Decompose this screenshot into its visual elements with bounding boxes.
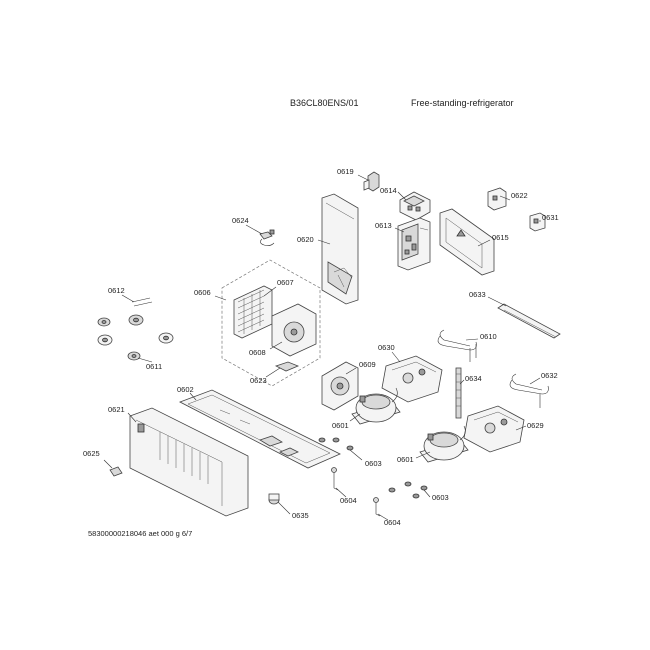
part-0631-small-board bbox=[529, 212, 546, 232]
callout-0625: 0625 bbox=[83, 449, 100, 458]
callout-0633: 0633 bbox=[469, 290, 486, 299]
part-0607-condenser-coil bbox=[233, 285, 273, 339]
part-0633-rail bbox=[497, 303, 561, 339]
part-0619-bracket bbox=[363, 171, 380, 192]
callout-0606: 0606 bbox=[194, 288, 211, 297]
callout-0635: 0635 bbox=[292, 511, 309, 520]
part-0615-cover-panel bbox=[439, 208, 495, 276]
part-0609-fan bbox=[321, 361, 359, 411]
leader-lines bbox=[103, 174, 541, 521]
part-0603-grommets bbox=[318, 437, 428, 499]
part-0608-fan-shroud bbox=[271, 303, 317, 357]
part-0613-electronics-board bbox=[397, 217, 431, 271]
document-number: 58300000218046 aet 000 g 6/7 bbox=[88, 529, 192, 538]
callout-0608: 0608 bbox=[249, 348, 266, 357]
part-0635-cap bbox=[268, 493, 280, 505]
part-0622-small-board bbox=[487, 187, 507, 211]
callout-0609: 0609 bbox=[359, 360, 376, 369]
part-0621-back-panel bbox=[129, 407, 249, 517]
model-description: Free-standing-refrigerator bbox=[411, 98, 514, 108]
part-0601-compressor-b bbox=[419, 425, 469, 463]
callout-0603-a: 0603 bbox=[365, 459, 382, 468]
callout-0632: 0632 bbox=[541, 371, 558, 380]
model-number: B36CL80ENS/01 bbox=[290, 98, 359, 108]
part-0623-cover bbox=[274, 361, 300, 372]
callout-0604-a: 0604 bbox=[340, 496, 357, 505]
part-0625-clip bbox=[109, 466, 123, 477]
part-0620-rear-duct bbox=[321, 193, 359, 305]
callout-0610: 0610 bbox=[480, 332, 497, 341]
part-0611-rubber-feet bbox=[97, 314, 174, 361]
part-0624-plug bbox=[259, 229, 275, 246]
callout-labels: 0619 0614 0622 0631 0613 0615 0624 0620 … bbox=[83, 167, 559, 527]
part-0612-pins bbox=[131, 297, 153, 307]
callout-0612: 0612 bbox=[108, 286, 125, 295]
part-0601-compressor-a bbox=[351, 387, 401, 425]
callout-0619: 0619 bbox=[337, 167, 354, 176]
part-0614-module bbox=[399, 191, 431, 221]
callout-0613: 0613 bbox=[375, 221, 392, 230]
part-0610-tube-bracket bbox=[437, 329, 477, 362]
callout-0631: 0631 bbox=[542, 213, 559, 222]
part-0604-pins bbox=[331, 467, 381, 517]
callout-0622: 0622 bbox=[511, 191, 528, 200]
callout-0624: 0624 bbox=[232, 216, 249, 225]
callout-0629: 0629 bbox=[527, 421, 544, 430]
callout-0607: 0607 bbox=[277, 278, 294, 287]
callout-0611: 0611 bbox=[146, 362, 162, 371]
callout-0630: 0630 bbox=[378, 343, 395, 352]
callout-0602: 0602 bbox=[177, 385, 194, 394]
part-0632-tube-bracket bbox=[509, 373, 549, 408]
callout-0621: 0621 bbox=[108, 405, 125, 414]
part-0630-tray bbox=[381, 355, 443, 403]
callout-0603-b: 0603 bbox=[432, 493, 449, 502]
callout-0620: 0620 bbox=[297, 235, 314, 244]
part-0629-tray bbox=[463, 405, 525, 453]
callout-0615: 0615 bbox=[492, 233, 509, 242]
callout-0601-a: 0601 bbox=[332, 421, 349, 430]
callout-0604-b: 0604 bbox=[384, 518, 401, 527]
callout-0601-b: 0601 bbox=[397, 455, 414, 464]
callout-0634: 0634 bbox=[465, 374, 482, 383]
callout-0623: 0623 bbox=[250, 376, 267, 385]
part-0634-tube bbox=[455, 367, 462, 419]
part-0602-base-plate bbox=[179, 389, 341, 469]
callout-0614: 0614 bbox=[380, 186, 397, 195]
part-0606-condenser-group bbox=[221, 259, 321, 387]
